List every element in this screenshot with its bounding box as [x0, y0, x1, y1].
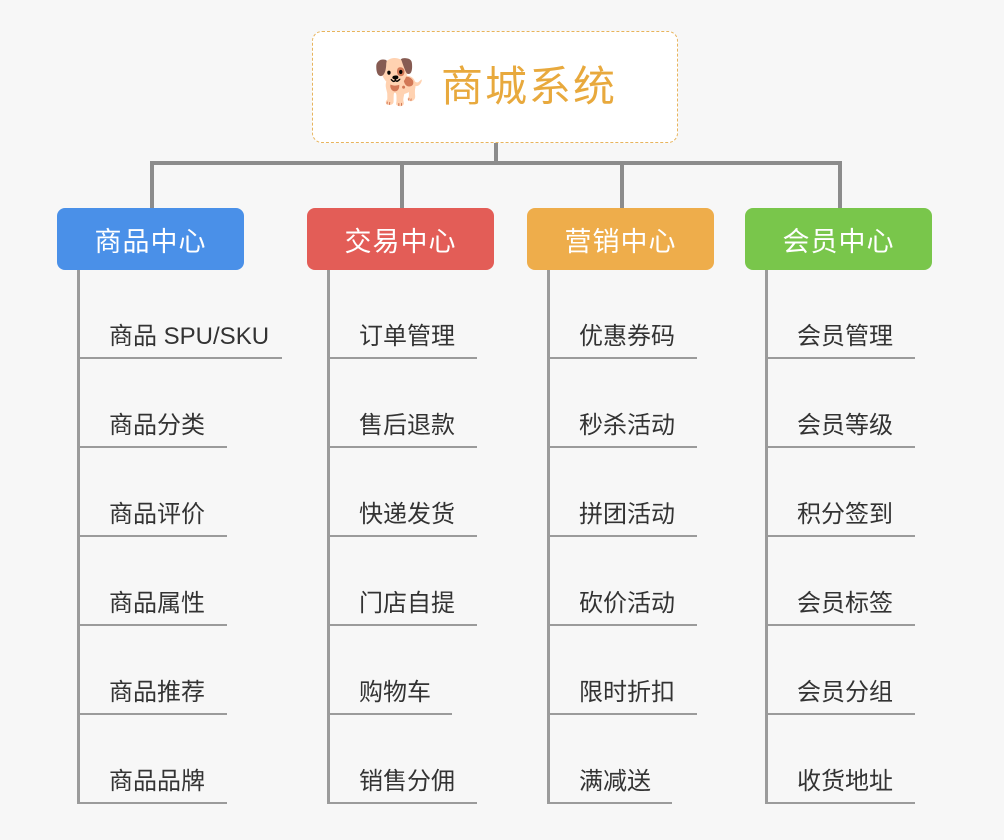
leaf-underline: [77, 624, 227, 626]
leaf-label: 门店自提: [359, 590, 455, 617]
leaf-label: 拼团活动: [579, 501, 675, 528]
leaf-underline: [327, 446, 477, 448]
branch-header[interactable]: 交易中心: [307, 208, 494, 270]
connector-drop-1: [150, 161, 154, 208]
branch-header[interactable]: 会员中心: [745, 208, 932, 270]
leaf-label: 商品评价: [109, 501, 205, 528]
branch-header-label: 营销中心: [564, 226, 677, 257]
connector-drop-2: [400, 161, 404, 208]
branch-header-label: 交易中心: [344, 226, 457, 257]
connector-root-stem: [494, 143, 498, 164]
leaf-underline: [327, 802, 477, 804]
branch-header-label: 会员中心: [782, 226, 895, 257]
leaf-underline: [77, 446, 227, 448]
leaf-underline: [765, 713, 915, 715]
leaf-label: 商品品牌: [109, 768, 205, 795]
leaf-label: 快递发货: [359, 501, 455, 528]
leaf-underline: [547, 535, 697, 537]
branch-trunk-line: [547, 270, 550, 804]
leaf-label: 优惠券码: [579, 323, 675, 350]
leaf-label: 收货地址: [797, 768, 893, 795]
leaf-underline: [327, 535, 477, 537]
leaf-underline: [765, 446, 915, 448]
leaf-label: 满减送: [579, 768, 651, 795]
leaf-label: 会员管理: [797, 323, 893, 350]
leaf-underline: [547, 624, 697, 626]
leaf-underline: [765, 624, 915, 626]
branch-column-2: 交易中心订单管理售后退款快递发货门店自提购物车销售分佣: [307, 208, 494, 804]
leaf-label: 订单管理: [359, 323, 455, 350]
leaf-underline: [765, 357, 915, 359]
branch-trunk-line: [327, 270, 330, 804]
leaf-underline: [327, 624, 477, 626]
root-title: 商城系统: [440, 63, 617, 110]
leaf-label: 售后退款: [359, 412, 455, 439]
leaf-label: 限时折扣: [579, 679, 675, 706]
branch-column-3: 营销中心优惠券码秒杀活动拼团活动砍价活动限时折扣满减送: [527, 208, 714, 804]
leaf-label: 销售分佣: [359, 768, 455, 795]
leaf-label: 秒杀活动: [579, 412, 675, 439]
leaf-label: 会员标签: [797, 590, 893, 617]
leaf-underline: [327, 713, 452, 715]
leaf-underline: [547, 446, 697, 448]
leaf-underline: [765, 802, 915, 804]
leaf-label: 商品 SPU/SKU: [109, 323, 270, 350]
leaf-underline: [77, 535, 227, 537]
leaf-underline: [765, 535, 915, 537]
branch-header[interactable]: 营销中心: [527, 208, 714, 270]
shiba-dog-face-icon: 🐕: [372, 58, 428, 107]
leaf-label: 商品分类: [109, 412, 205, 439]
branch-header-label: 商品中心: [94, 226, 207, 257]
leaf-underline: [77, 802, 227, 804]
leaf-underline: [547, 357, 697, 359]
branch-trunk-line: [765, 270, 768, 804]
connector-horizontal-bus: [150, 161, 840, 165]
branch-column-1: 商品中心商品 SPU/SKU 商品分类商品评价商品属性商品推荐商品品牌: [57, 208, 282, 804]
connector-drop-3: [620, 161, 624, 208]
leaf-label: 商品属性: [109, 590, 205, 617]
leaf-label: 商品推荐: [109, 679, 205, 706]
leaf-label: 砍价活动: [579, 590, 675, 617]
connector-drop-4: [838, 161, 842, 208]
leaf-underline: [77, 357, 282, 359]
leaf-underline: [327, 357, 477, 359]
leaf-label: 购物车: [359, 679, 431, 706]
leaf-label: 会员分组: [797, 679, 893, 706]
leaf-underline: [547, 713, 697, 715]
leaf-underline: [77, 713, 227, 715]
branch-header[interactable]: 商品中心: [57, 208, 244, 270]
leaf-label: 会员等级: [797, 412, 893, 439]
leaf-label: 积分签到: [797, 501, 893, 528]
branch-trunk-line: [77, 270, 80, 804]
root-node[interactable]: 🐕 商城系统: [312, 31, 678, 143]
leaf-underline: [547, 802, 672, 804]
branch-column-4: 会员中心会员管理会员等级积分签到会员标签会员分组收货地址: [745, 208, 932, 804]
